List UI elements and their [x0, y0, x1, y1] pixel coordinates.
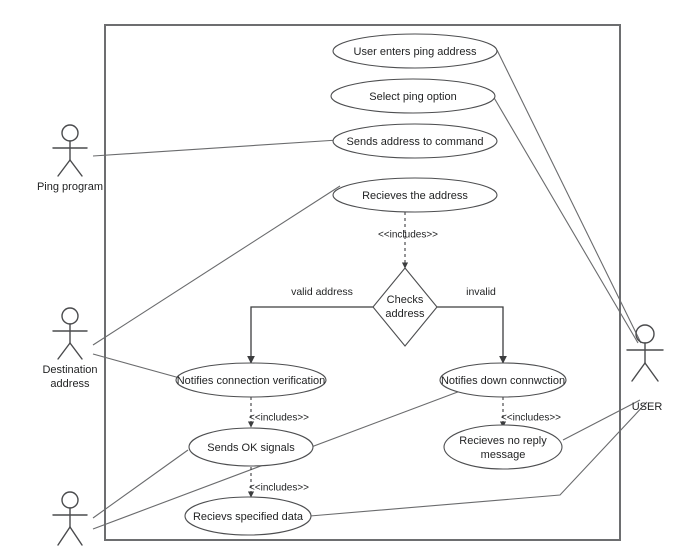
use-case-select-ping-option[interactable]: Select ping option: [330, 78, 496, 114]
include-label-1: <<includes>>: [378, 230, 438, 241]
use-case-recievs-specified-data[interactable]: Recievs specified data: [184, 496, 312, 536]
actor-ping-program[interactable]: Ping program: [37, 124, 103, 193]
use-case-label: Notifies connection verification: [177, 375, 326, 387]
decision-checks-address[interactable]: Checks address: [372, 267, 438, 347]
use-case-label: User enters ping address: [354, 46, 477, 58]
actor-label-line-2: address: [50, 378, 90, 390]
actor-user[interactable]: USER: [626, 324, 664, 413]
use-case-label: Notifies down connwction: [441, 375, 565, 387]
use-case-notifies-down-connwction[interactable]: Notifies down connwction: [439, 362, 567, 398]
use-case-label: Sends address to command: [347, 136, 484, 148]
include-label-4: <<includes>>: [249, 483, 309, 494]
include-label-2: <<includes>>: [249, 413, 309, 424]
flow-invalid: [437, 306, 507, 364]
actor-label: USER: [632, 401, 663, 413]
edge-label-valid-address: valid address: [291, 286, 353, 298]
flow-valid-address: [247, 306, 373, 364]
use-case-label-line-2: message: [481, 449, 526, 461]
association-user-to-recieves-no-reply: [562, 399, 641, 441]
use-case-recieves-no-reply-message[interactable]: Recieves no reply message: [443, 424, 563, 470]
edge-label-invalid: invalid: [466, 286, 496, 298]
use-case-label: Select ping option: [369, 91, 456, 103]
use-case-label: Recievs specified data: [193, 511, 304, 523]
association-destination-to-recieves-address: [92, 185, 341, 346]
decision-label-line-2: address: [385, 308, 425, 320]
include-label-3: <<includes>>: [501, 413, 561, 424]
use-case-label: Sends OK signals: [207, 442, 295, 454]
association-user-to-select-ping-option: [492, 95, 639, 344]
actor-bottom-left[interactable]: [52, 491, 88, 546]
use-case-label: Recieves the address: [362, 190, 468, 202]
actor-label: Ping program: [37, 181, 103, 193]
association-user-to-enters-ping-address: [496, 49, 642, 344]
use-case-notifies-connection-verification[interactable]: Notifies connection verification: [175, 362, 327, 398]
association-destination-to-notifies-connection: [92, 353, 188, 381]
use-case-label-line-1: Recieves no reply: [459, 435, 547, 447]
decision-label-line-1: Checks: [387, 294, 424, 306]
use-case-recieves-the-address[interactable]: Recieves the address: [332, 177, 498, 213]
actor-label-line-1: Destination: [42, 364, 97, 376]
system-boundary-box: [104, 24, 621, 541]
actor-destination-address[interactable]: Destination address: [42, 307, 98, 390]
association-ping-program-to-sends-address: [92, 139, 339, 157]
association-bottom-actor-to-sends-ok-signals: [92, 449, 189, 519]
use-case-user-enters-ping-address[interactable]: User enters ping address: [332, 33, 498, 69]
use-case-sends-ok-signals[interactable]: Sends OK signals: [188, 427, 314, 467]
association-user-to-recievs-specified-data: [309, 401, 648, 517]
use-case-sends-address-to-command[interactable]: Sends address to command: [332, 123, 498, 159]
